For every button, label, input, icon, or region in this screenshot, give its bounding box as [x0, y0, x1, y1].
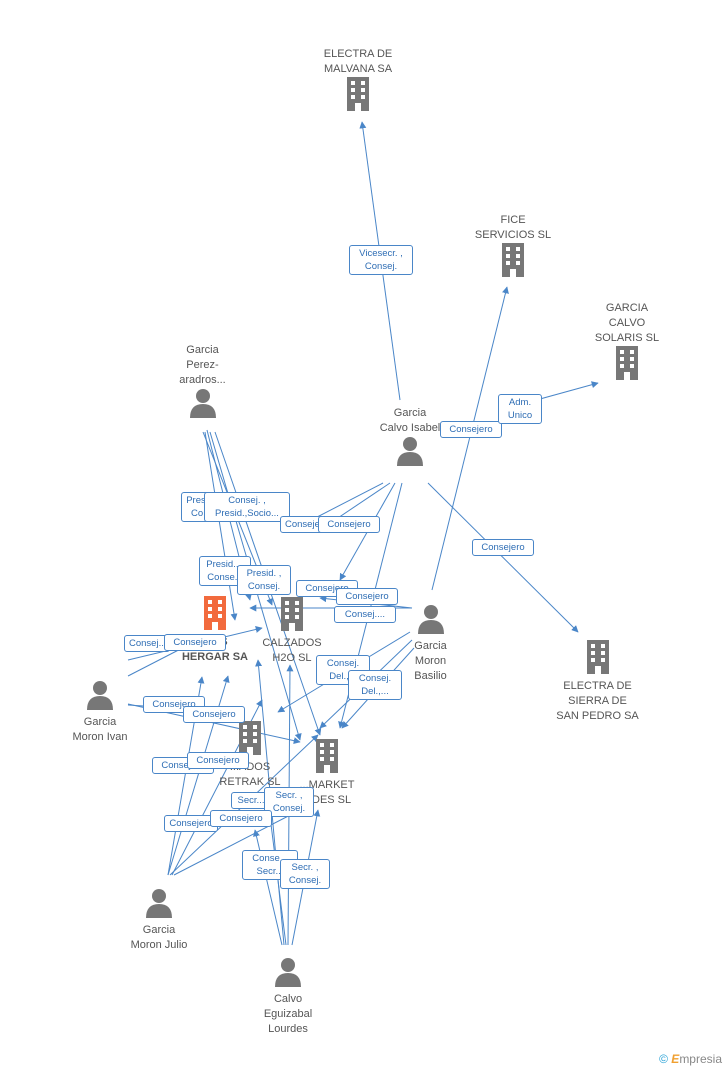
person-label: Calvo Eguizabal Lourdes: [263, 993, 313, 1035]
empresia-logo: © Empresia: [659, 1052, 722, 1066]
relation-label[interactable]: Secr. , Consej.: [264, 787, 314, 817]
company-label: CALZADOS H2O SL: [262, 637, 322, 664]
person-garcia-calvo-isabel[interactable]: Garcia Calvo Isabel: [365, 406, 455, 471]
relation-label[interactable]: Adm. Unico: [498, 394, 542, 424]
company-label: ELECTRA DE SIERRA DE SAN PEDRO SA: [556, 680, 639, 722]
relation-label[interactable]: Consej....: [334, 606, 396, 623]
relation-label[interactable]: Vicesecr. , Consej.: [349, 245, 413, 275]
relationship-edge: [431, 286, 509, 591]
relation-label[interactable]: Consejero: [336, 588, 398, 605]
building-icon: [586, 640, 609, 674]
company-label: GARCIA CALVO SOLARIS SL: [594, 302, 660, 344]
person-label: Garcia Moron Basilio: [414, 640, 447, 682]
company-fice[interactable]: FICE SERVICIOS SL: [463, 213, 563, 282]
relation-label[interactable]: Consejero: [440, 421, 502, 438]
person-label: Garcia Moron Julio: [130, 924, 188, 951]
building-icon: [316, 739, 338, 773]
person-icon: [189, 389, 216, 418]
brand-initial: E: [671, 1052, 680, 1066]
brand-name: mpresia: [679, 1052, 722, 1066]
person-label: Garcia Perez- aradros...: [179, 344, 226, 386]
company-garcia-calvo-solaris[interactable]: GARCIA CALVO SOLARIS SL: [577, 301, 677, 385]
company-calzados-h2o[interactable]: CALZADOS H2O SL: [247, 597, 337, 666]
relation-label[interactable]: Consejero: [210, 810, 272, 827]
person-calvo-eguizabal[interactable]: Calvo Eguizabal Lourdes: [248, 957, 328, 1037]
building-icon-highlight: [204, 596, 226, 630]
person-icon: [146, 889, 172, 918]
person-icon: [87, 681, 113, 710]
person-garcia-moron-basilio[interactable]: Garcia Moron Basilio: [393, 604, 468, 684]
relation-label[interactable]: Consejero: [472, 539, 534, 556]
building-icon: [347, 77, 369, 111]
relation-label[interactable]: Consejero: [183, 706, 245, 723]
relation-label[interactable]: Secr. , Consej.: [280, 859, 330, 889]
relation-label[interactable]: Consejero: [164, 634, 226, 651]
person-garcia-moron-ivan[interactable]: Garcia Moron Ivan: [60, 680, 140, 745]
person-icon: [417, 605, 444, 634]
company-label: FICE SERVICIOS SL: [474, 214, 552, 241]
relation-label[interactable]: Consej. , Presid.,Socio...: [204, 492, 290, 522]
building-icon: [616, 346, 638, 380]
relation-label[interactable]: Consej. Del.,...: [348, 670, 402, 700]
relationship-edge: [427, 482, 579, 633]
building-icon: [281, 597, 303, 631]
building-icon: [502, 243, 524, 277]
person-garcia-perez[interactable]: Garcia Perez- aradros...: [160, 343, 245, 423]
copyright-icon: ©: [659, 1052, 668, 1066]
relation-label[interactable]: Consejero: [318, 516, 380, 533]
relation-label[interactable]: Presid. , Consej.: [237, 565, 291, 595]
company-electra-sierra[interactable]: ELECTRA DE SIERRA DE SAN PEDRO SA: [550, 640, 645, 724]
person-icon: [275, 958, 301, 987]
person-icon: [397, 437, 423, 466]
company-electra-malvana[interactable]: ELECTRA DE MALVANA SA: [308, 47, 408, 116]
person-garcia-moron-julio[interactable]: Garcia Moron Julio: [119, 888, 199, 953]
building-icon: [239, 721, 261, 755]
relationship-edge: [253, 829, 283, 946]
person-label: Garcia Calvo Isabel: [379, 407, 441, 434]
person-label: Garcia Moron Ivan: [72, 716, 128, 743]
company-label: ELECTRA DE MALVANA SA: [323, 48, 393, 75]
relationship-edge: [173, 809, 301, 876]
relationship-edge: [204, 431, 238, 621]
relation-label[interactable]: Consejero: [187, 752, 249, 769]
